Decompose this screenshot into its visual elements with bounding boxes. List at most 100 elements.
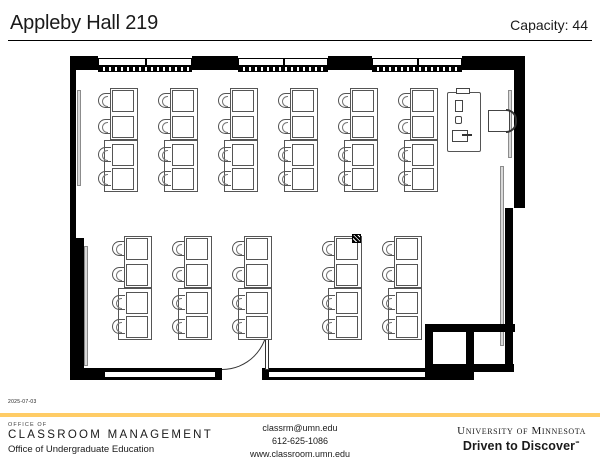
seat-rear-r1c2 xyxy=(186,238,208,260)
chair-front-r1c5 xyxy=(338,93,351,108)
chair-front-r1c4 xyxy=(278,93,291,108)
chair-rear-r2c2 xyxy=(172,267,185,282)
contact-email[interactable]: classrm@umn.edu xyxy=(262,423,338,433)
chair-front-r3c1 xyxy=(98,147,111,162)
chair-rear-r3c5 xyxy=(382,295,395,310)
marker-board-1b xyxy=(146,58,192,66)
chair-front-r4c3 xyxy=(218,171,231,186)
seat-front-r2c1 xyxy=(112,116,134,138)
chair-front-r4c2 xyxy=(158,171,171,186)
seat-front-r2c2 xyxy=(172,116,194,138)
page-header: Appleby Hall 219 Capacity: 44 xyxy=(0,0,600,46)
marker-board-3a xyxy=(372,58,418,66)
seat-rear-r1c1 xyxy=(126,238,148,260)
seat-front-r3c4 xyxy=(292,144,314,166)
chair-front-r1c3 xyxy=(218,93,231,108)
seat-front-r1c2 xyxy=(172,90,194,112)
right-wall-upper xyxy=(514,56,525,208)
chair-rear-r2c1 xyxy=(112,267,125,282)
seat-rear-r4c4 xyxy=(336,316,358,338)
alcove-bottom-wall xyxy=(425,364,473,380)
seat-front-r4c5 xyxy=(352,168,374,190)
seat-rear-r3c4 xyxy=(336,292,358,314)
alcove-right-wall xyxy=(505,324,513,372)
top-wall-segment-right xyxy=(462,56,525,70)
seat-rear-r2c5 xyxy=(396,264,418,286)
chair-rear-r3c1 xyxy=(112,295,125,310)
marker-board-2b xyxy=(284,58,328,66)
marker-board-2a xyxy=(238,58,284,66)
chair-front-r2c6 xyxy=(398,119,411,134)
floor-outlet-icon xyxy=(352,234,361,243)
seat-front-r3c5 xyxy=(352,144,374,166)
seat-front-r1c3 xyxy=(232,90,254,112)
chair-front-r2c5 xyxy=(338,119,351,134)
seat-front-r2c3 xyxy=(232,116,254,138)
tagline-text: Driven to Discover xyxy=(462,439,576,453)
seat-front-r4c6 xyxy=(412,168,434,190)
right-wall-window-lower xyxy=(500,166,504,346)
bottom-wall-right-inner xyxy=(268,371,426,378)
seat-rear-r2c3 xyxy=(246,264,268,286)
chair-front-r3c6 xyxy=(398,147,411,162)
university-tagline: Driven to Discover℠ xyxy=(457,439,586,453)
chair-rear-r1c2 xyxy=(172,241,185,256)
chair-front-r3c5 xyxy=(338,147,351,162)
seat-front-r3c6 xyxy=(412,144,434,166)
seat-front-r1c1 xyxy=(112,90,134,112)
chair-rear-r4c4 xyxy=(322,319,335,334)
alcove-divider-wall xyxy=(466,324,474,380)
seat-rear-r3c2 xyxy=(186,292,208,314)
brand-division-label: Office of Undergraduate Education xyxy=(8,443,155,455)
seat-rear-r3c5 xyxy=(396,292,418,314)
chair-front-r3c4 xyxy=(278,147,291,162)
seat-front-r3c2 xyxy=(172,144,194,166)
seat-front-r2c4 xyxy=(292,116,314,138)
chair-rear-r1c5 xyxy=(382,241,395,256)
right-wall-lower xyxy=(505,208,513,360)
chair-rear-r3c3 xyxy=(232,295,245,310)
seat-front-r4c4 xyxy=(292,168,314,190)
seat-front-r3c1 xyxy=(112,144,134,166)
chair-rear-r1c1 xyxy=(112,241,125,256)
chair-front-r3c2 xyxy=(158,147,171,162)
seat-rear-r4c3 xyxy=(246,316,268,338)
seat-rear-r1c3 xyxy=(246,238,268,260)
seat-front-r2c5 xyxy=(352,116,374,138)
seat-rear-r2c1 xyxy=(126,264,148,286)
top-wall-segment-mid-2 xyxy=(328,56,372,70)
marker-board-3b xyxy=(418,58,462,66)
marker-board-1-tray xyxy=(98,66,192,72)
page-title: Appleby Hall 219 xyxy=(10,12,159,34)
seat-rear-r1c5 xyxy=(396,238,418,260)
seat-front-r4c2 xyxy=(172,168,194,190)
university-logo: University of Minnesota Driven to Discov… xyxy=(457,425,586,453)
contact-website[interactable]: www.classroom.umn.edu xyxy=(249,449,351,460)
chair-front-r1c6 xyxy=(398,93,411,108)
footer-accent-divider xyxy=(0,413,600,417)
seat-front-r4c3 xyxy=(232,168,254,190)
seat-rear-r2c4 xyxy=(336,264,358,286)
university-name: University of Minnesota xyxy=(457,425,586,437)
chair-front-r4c5 xyxy=(338,171,351,186)
floor-plan-diagram xyxy=(0,46,600,394)
classroom-management-brand: OFFICE OF CLASSROOM MANAGEMENT Office of… xyxy=(8,422,213,455)
marker-board-2-tray xyxy=(238,66,328,72)
brand-office-of-label: OFFICE OF xyxy=(8,422,48,428)
chair-rear-r4c2 xyxy=(172,319,185,334)
chair-rear-r1c4 xyxy=(322,241,335,256)
seat-rear-r2c2 xyxy=(186,264,208,286)
capacity-label: Capacity: 44 xyxy=(510,17,588,33)
chair-rear-r2c4 xyxy=(322,267,335,282)
instructor-station-monitor xyxy=(455,100,463,112)
instructor-station-cable xyxy=(462,134,472,136)
marker-board-3-tray xyxy=(372,66,462,72)
left-wall-window xyxy=(77,90,81,186)
chair-front-r4c4 xyxy=(278,171,291,186)
contact-phone[interactable]: 612-625-1086 xyxy=(271,436,329,447)
seat-rear-r4c2 xyxy=(186,316,208,338)
chair-rear-r2c5 xyxy=(382,267,395,282)
left-wall xyxy=(70,56,76,380)
chair-front-r2c1 xyxy=(98,119,111,134)
chair-front-r1c1 xyxy=(98,93,111,108)
